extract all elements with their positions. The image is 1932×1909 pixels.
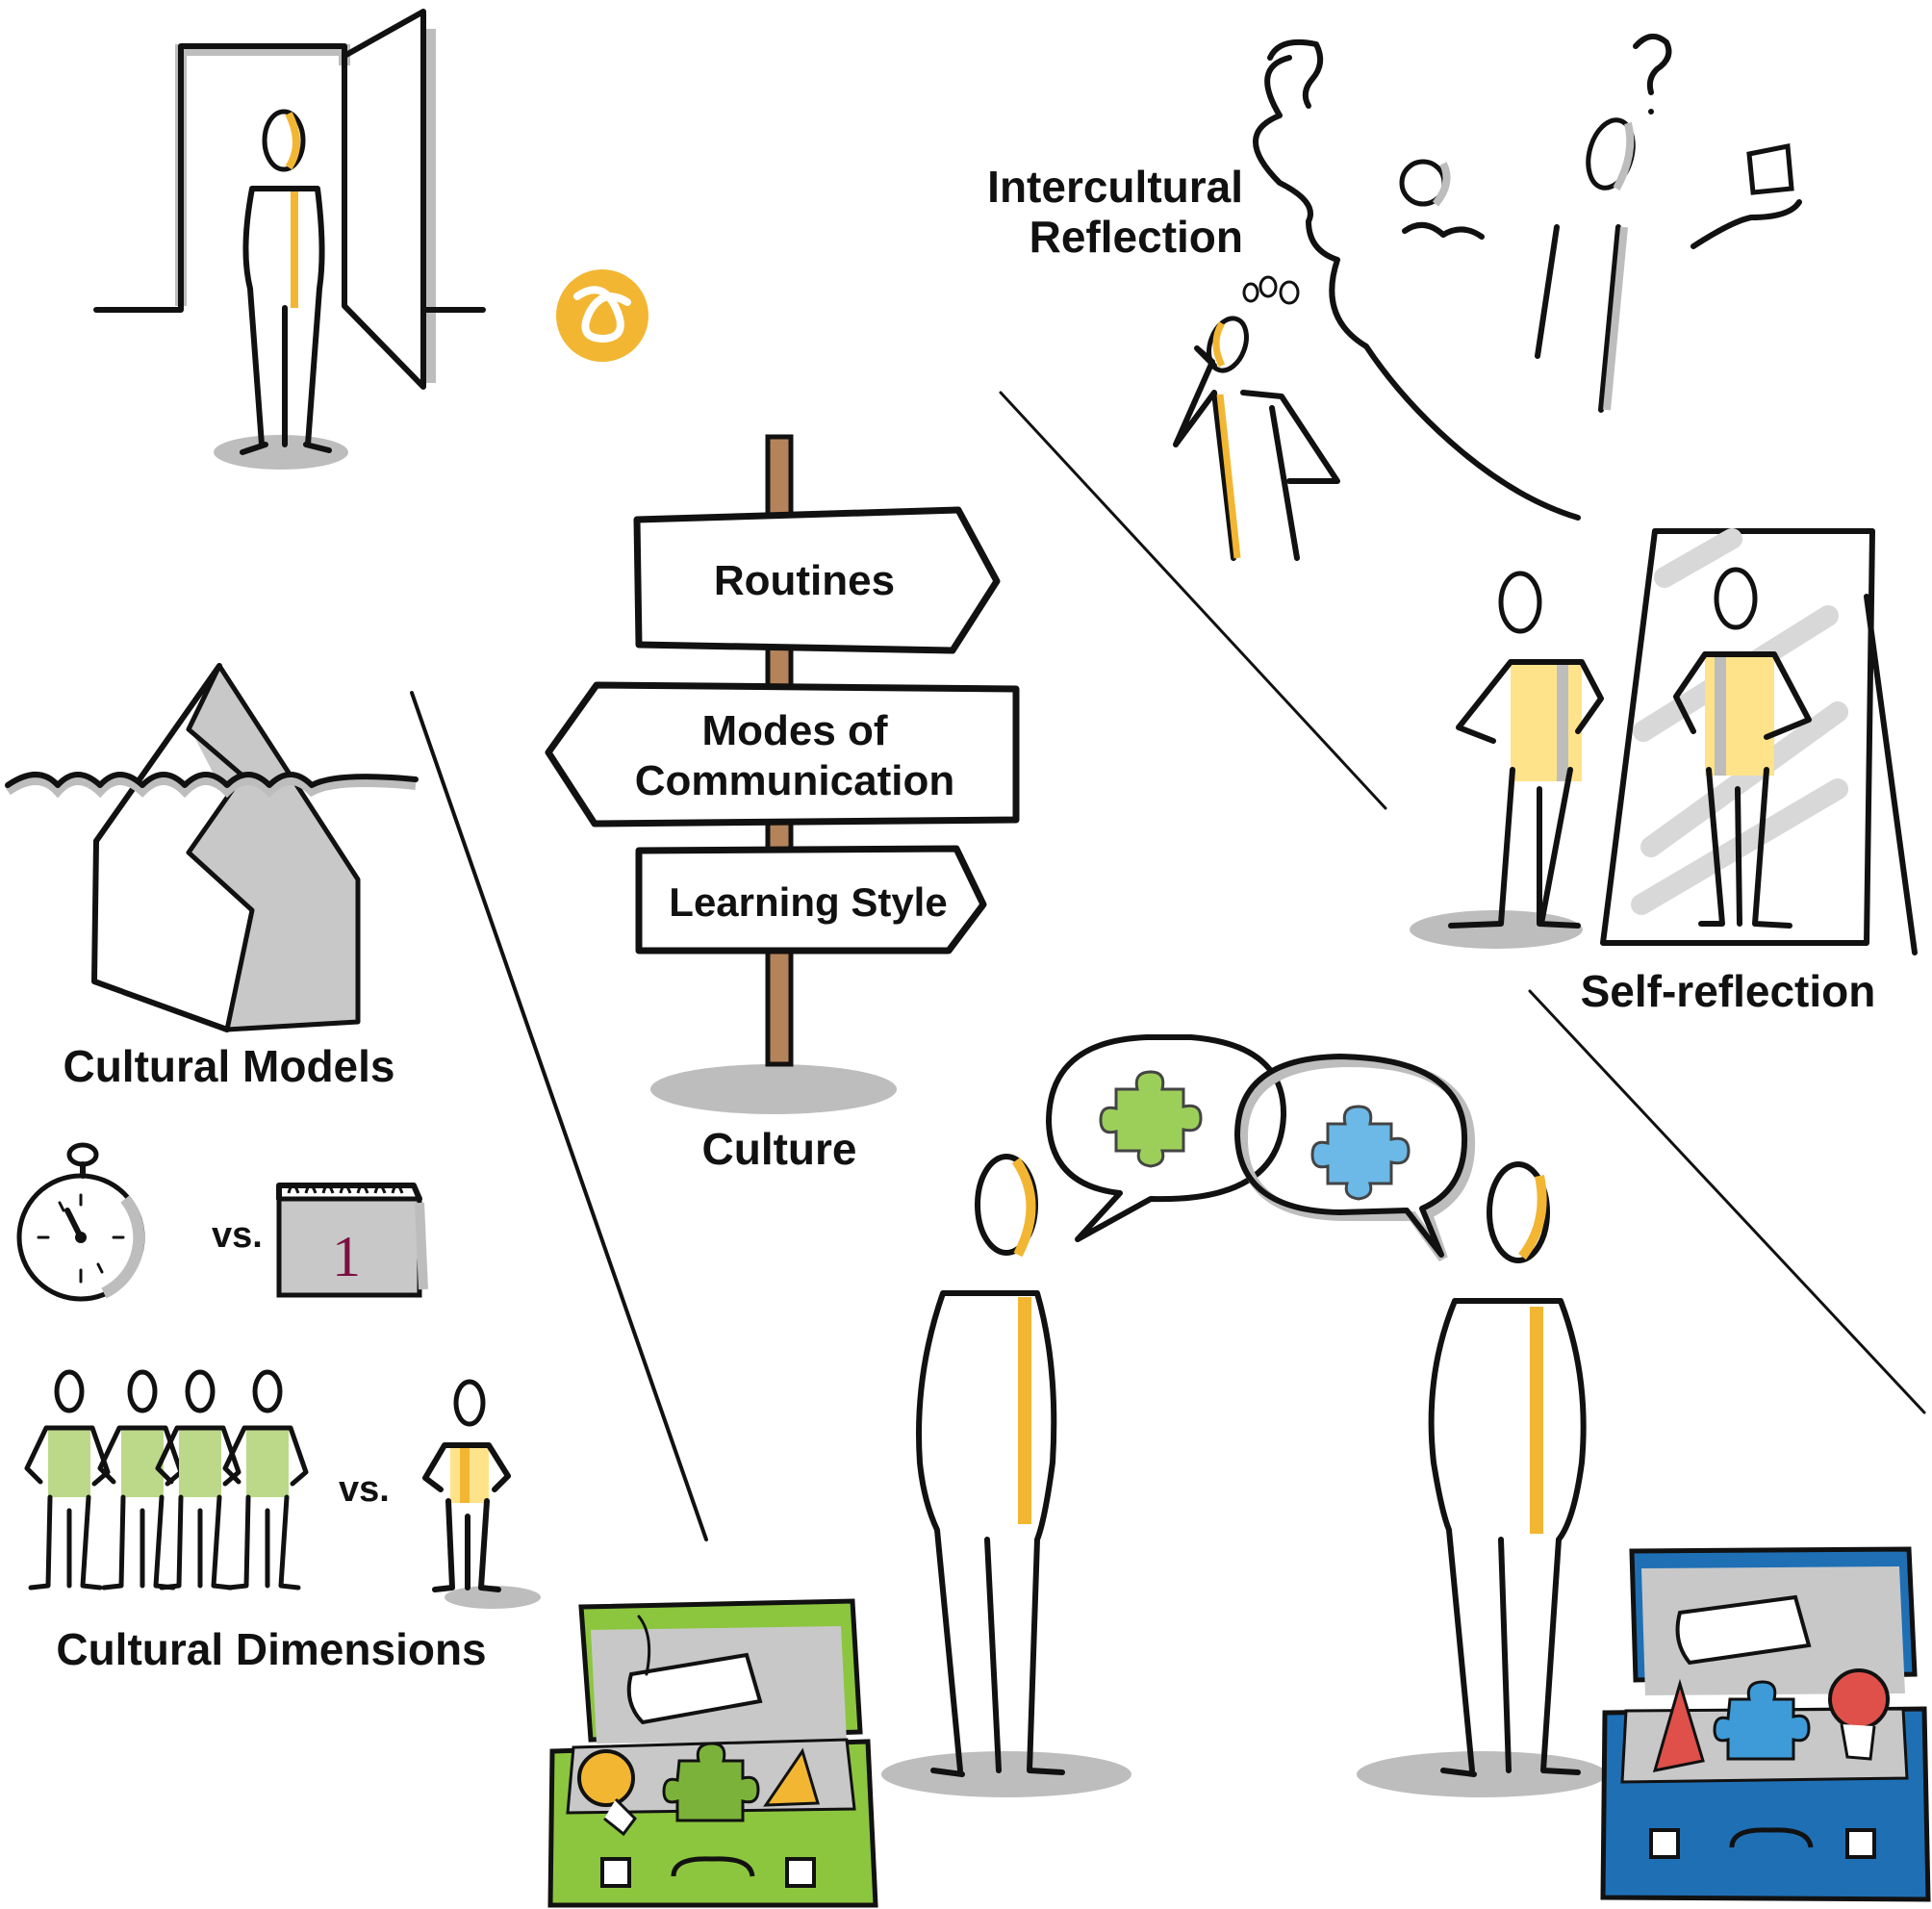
iceberg-icon bbox=[5, 663, 419, 1032]
calendar-icon: 1 bbox=[276, 1183, 428, 1298]
signpost-icon bbox=[545, 434, 1020, 1114]
self-reflection-text: Self-reflection bbox=[1581, 966, 1876, 1016]
lightbulb-icon-blue bbox=[1828, 1668, 1890, 1730]
person-left-icon bbox=[881, 1154, 1131, 1797]
stopwatch-icon bbox=[16, 1142, 145, 1302]
sign-modes-line2-text: Communication bbox=[635, 757, 954, 804]
intercultural-reflection-line2-text: Reflection bbox=[1030, 212, 1243, 262]
divider-line-top-right bbox=[999, 391, 1387, 810]
logo-icon bbox=[556, 269, 648, 362]
suitcase-icon-blue bbox=[1600, 1546, 1931, 1902]
sign-learning-text: Learning Style bbox=[669, 879, 947, 925]
culture-text: Culture bbox=[702, 1124, 857, 1174]
sign-modes-line1-text: Modes of bbox=[701, 707, 887, 754]
individual-person-icon bbox=[422, 1379, 541, 1609]
divider-line-right bbox=[1528, 989, 1926, 1414]
person-shadow bbox=[214, 435, 348, 470]
puzzle-icon bbox=[1099, 1070, 1411, 1201]
divider-lines bbox=[410, 391, 1926, 1541]
thought-bubble-icon bbox=[1173, 34, 1802, 561]
cultural-models-text: Cultural Models bbox=[63, 1041, 394, 1091]
intercultural-reflection-line1-text: Intercultural bbox=[987, 162, 1243, 212]
group-person-2 bbox=[97, 1369, 184, 1591]
person-right-icon bbox=[1357, 1161, 1607, 1797]
group-person-1 bbox=[24, 1369, 111, 1591]
calendar-day-text: 1 bbox=[332, 1225, 361, 1288]
group-person-3 bbox=[155, 1369, 242, 1591]
vs-group-text: vs. bbox=[339, 1469, 390, 1510]
vs-time-text: vs. bbox=[212, 1215, 263, 1256]
divider-line-left bbox=[410, 691, 708, 1541]
sign-routines-text: Routines bbox=[714, 557, 895, 604]
cultural-dimensions-text: Cultural Dimensions bbox=[56, 1624, 486, 1674]
lightbulb-icon-green bbox=[577, 1749, 635, 1807]
group-people-icon bbox=[24, 1369, 309, 1591]
door-icon bbox=[93, 9, 486, 470]
suitcase-icon-green bbox=[547, 1598, 878, 1908]
mirror-icon bbox=[1410, 528, 1918, 955]
group-person-4 bbox=[222, 1369, 309, 1591]
